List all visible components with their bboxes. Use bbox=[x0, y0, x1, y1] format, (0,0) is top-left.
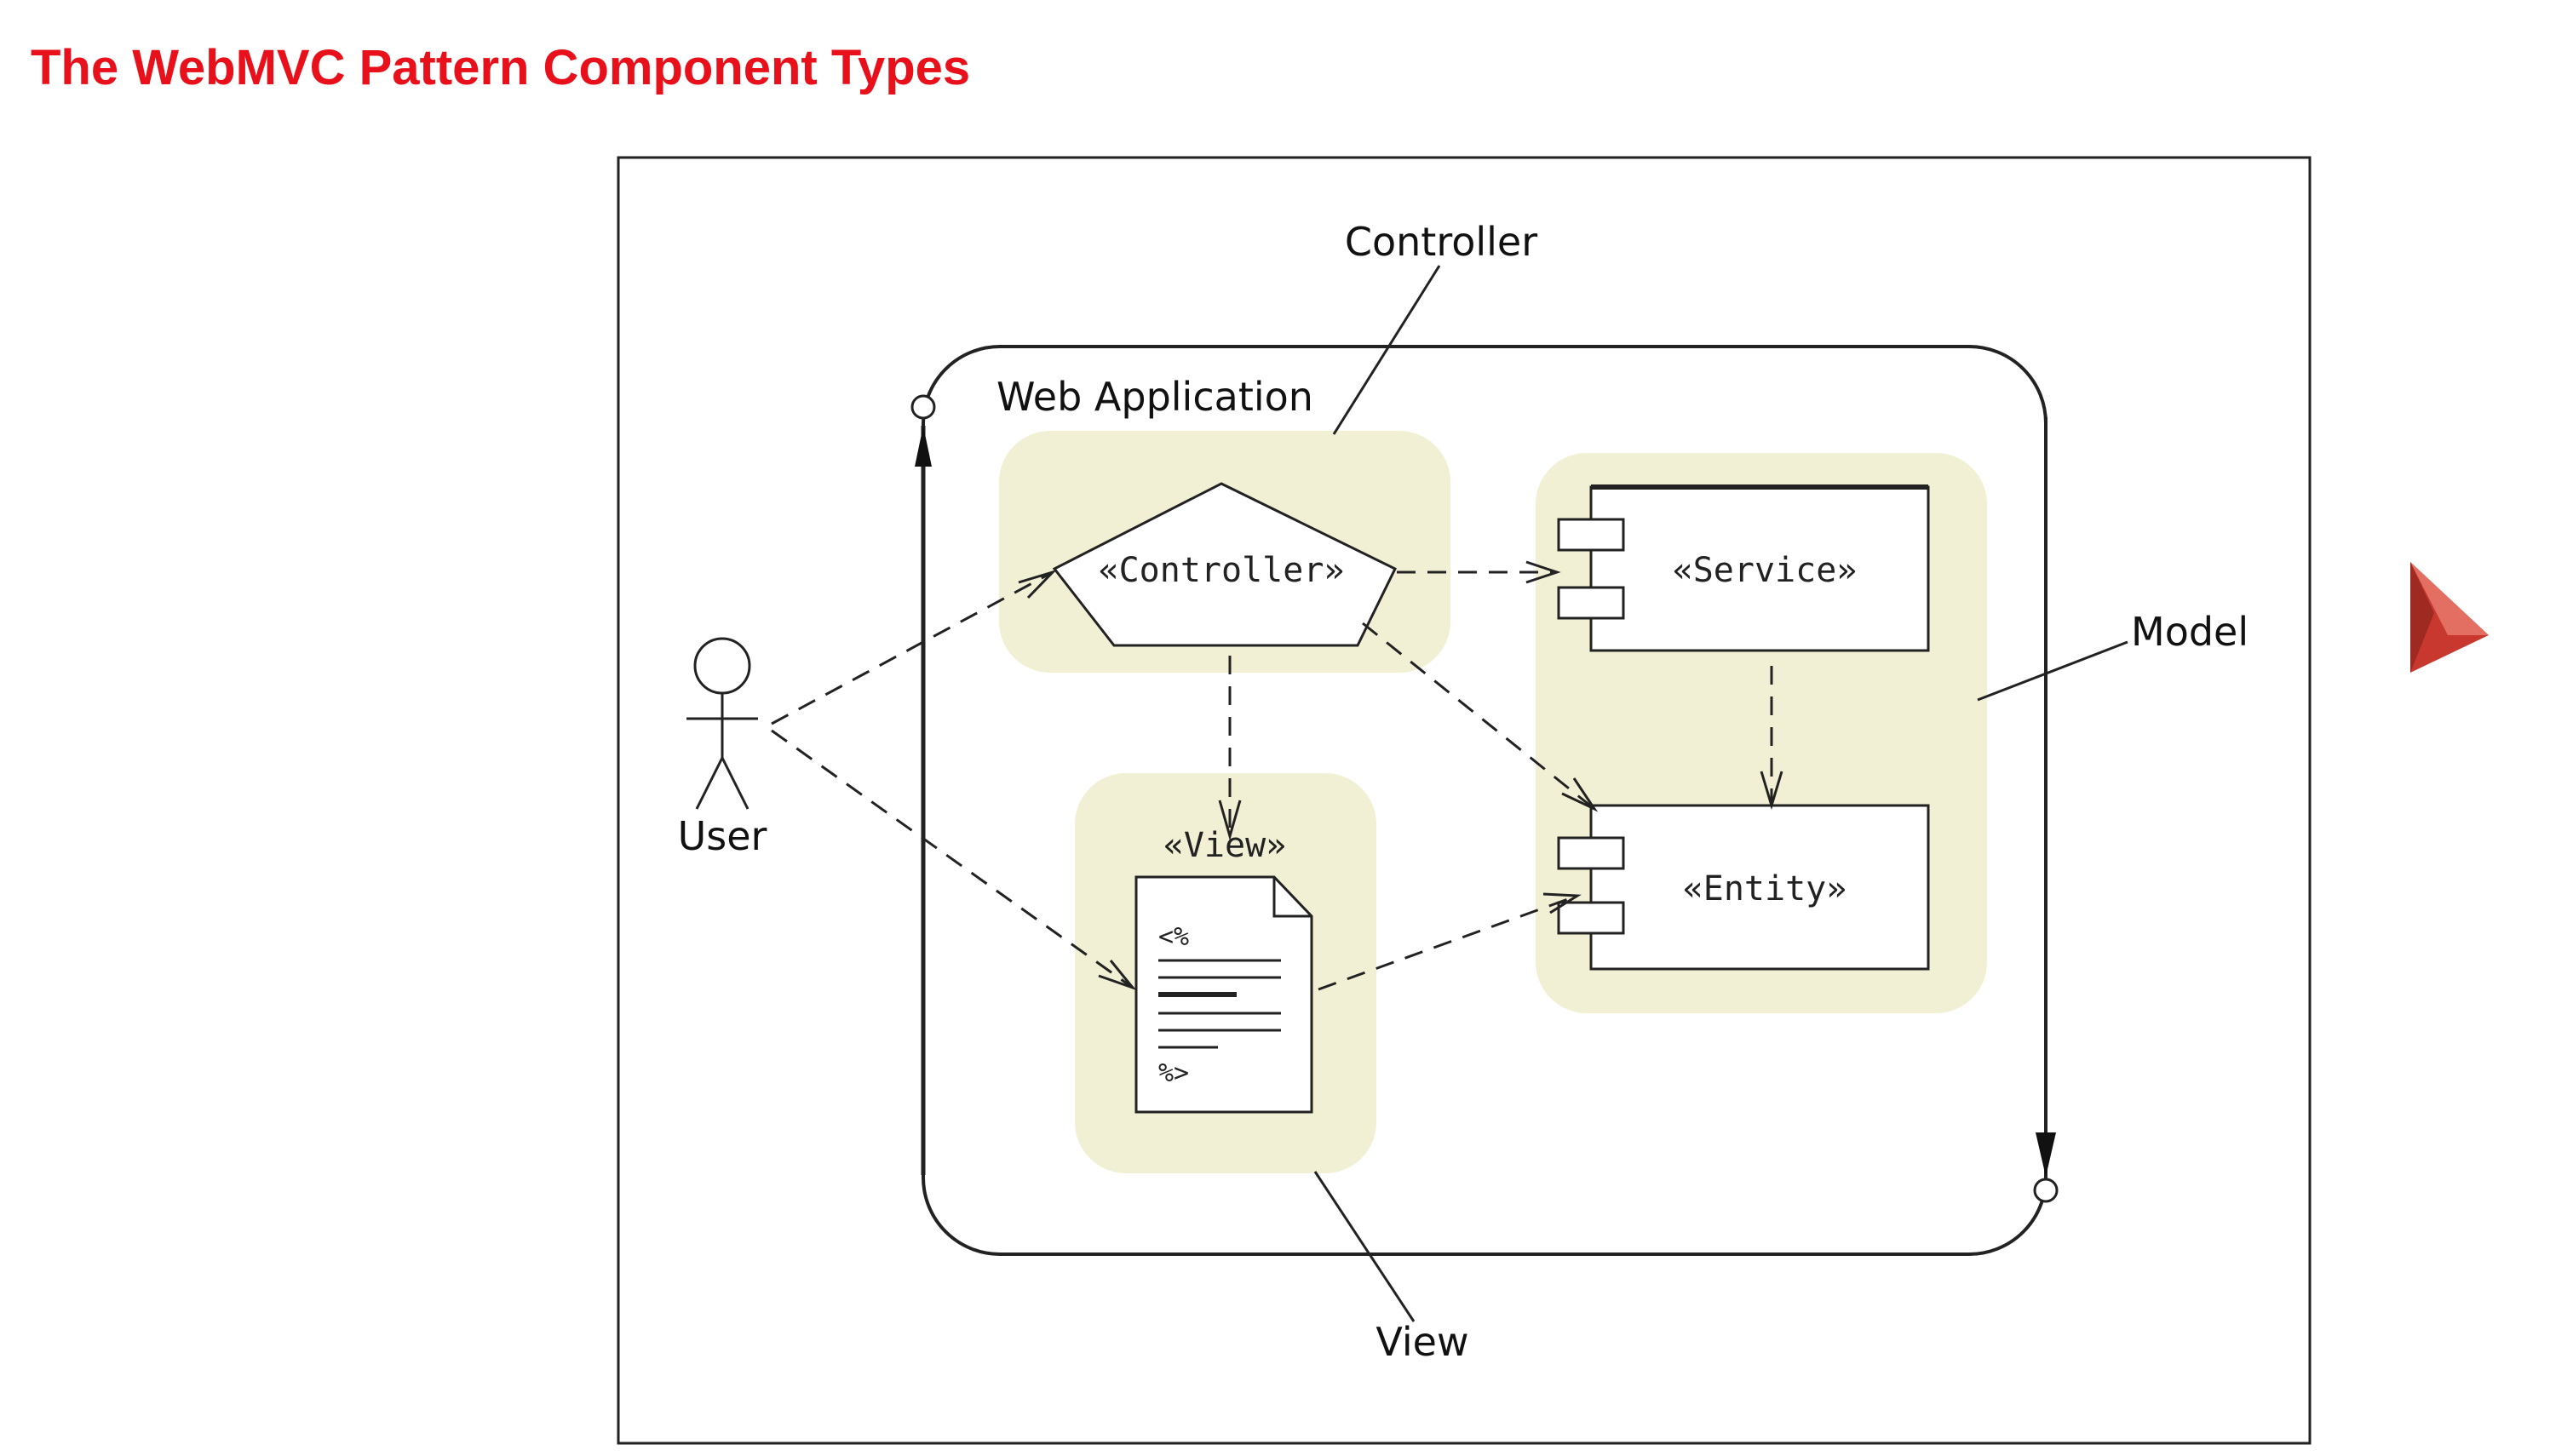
entity-stereotype: «Entity» bbox=[1683, 869, 1847, 909]
dependency-controller-view bbox=[1218, 656, 1242, 841]
controller-component bbox=[1052, 482, 1398, 647]
controller-callout-line bbox=[1332, 265, 1441, 435]
service-stereotype: «Service» bbox=[1673, 551, 1858, 590]
view-callout-label: View bbox=[1376, 1319, 1468, 1365]
web-application-label: Web Application bbox=[996, 374, 1313, 420]
dependency-view-entity bbox=[1318, 892, 1582, 991]
response-flow-arrowhead bbox=[2036, 1132, 2056, 1177]
service-port-bottom bbox=[1557, 586, 1625, 620]
view-callout-line bbox=[1313, 1171, 1416, 1322]
jsp-page-document: <% %> bbox=[1134, 875, 1313, 1114]
user-actor bbox=[686, 637, 758, 810]
controller-stereotype: «Controller» bbox=[1099, 551, 1345, 590]
diagram-frame bbox=[617, 156, 2312, 1445]
slide-title: The WebMVC Pattern Component Types bbox=[31, 40, 971, 95]
service-component: «Service» bbox=[1557, 484, 1930, 652]
dependency-user-view bbox=[771, 729, 1137, 991]
entity-component: «Entity» bbox=[1557, 804, 1930, 971]
view-stereotype: «View» bbox=[1163, 826, 1287, 865]
page-open-tag: <% bbox=[1158, 922, 1189, 952]
service-port-top bbox=[1557, 518, 1625, 552]
entity-port-top bbox=[1557, 836, 1625, 870]
entity-port-bottom bbox=[1557, 901, 1625, 935]
page-close-tag: %> bbox=[1158, 1058, 1189, 1088]
dependency-user-controller bbox=[771, 569, 1058, 725]
response-end-port bbox=[2033, 1178, 2059, 1203]
dependency-controller-service bbox=[1397, 560, 1561, 584]
request-flow-arrowhead bbox=[915, 426, 932, 467]
controller-callout-label: Controller bbox=[1345, 219, 1537, 265]
next-slide-arrow-icon[interactable] bbox=[2410, 562, 2489, 673]
user-label: User bbox=[678, 813, 767, 859]
dependency-controller-entity bbox=[1362, 622, 1599, 812]
request-start-port bbox=[910, 394, 936, 420]
model-callout-line bbox=[1977, 640, 2128, 702]
model-callout-label: Model bbox=[2131, 609, 2248, 655]
dependency-service-entity bbox=[1760, 666, 1783, 811]
